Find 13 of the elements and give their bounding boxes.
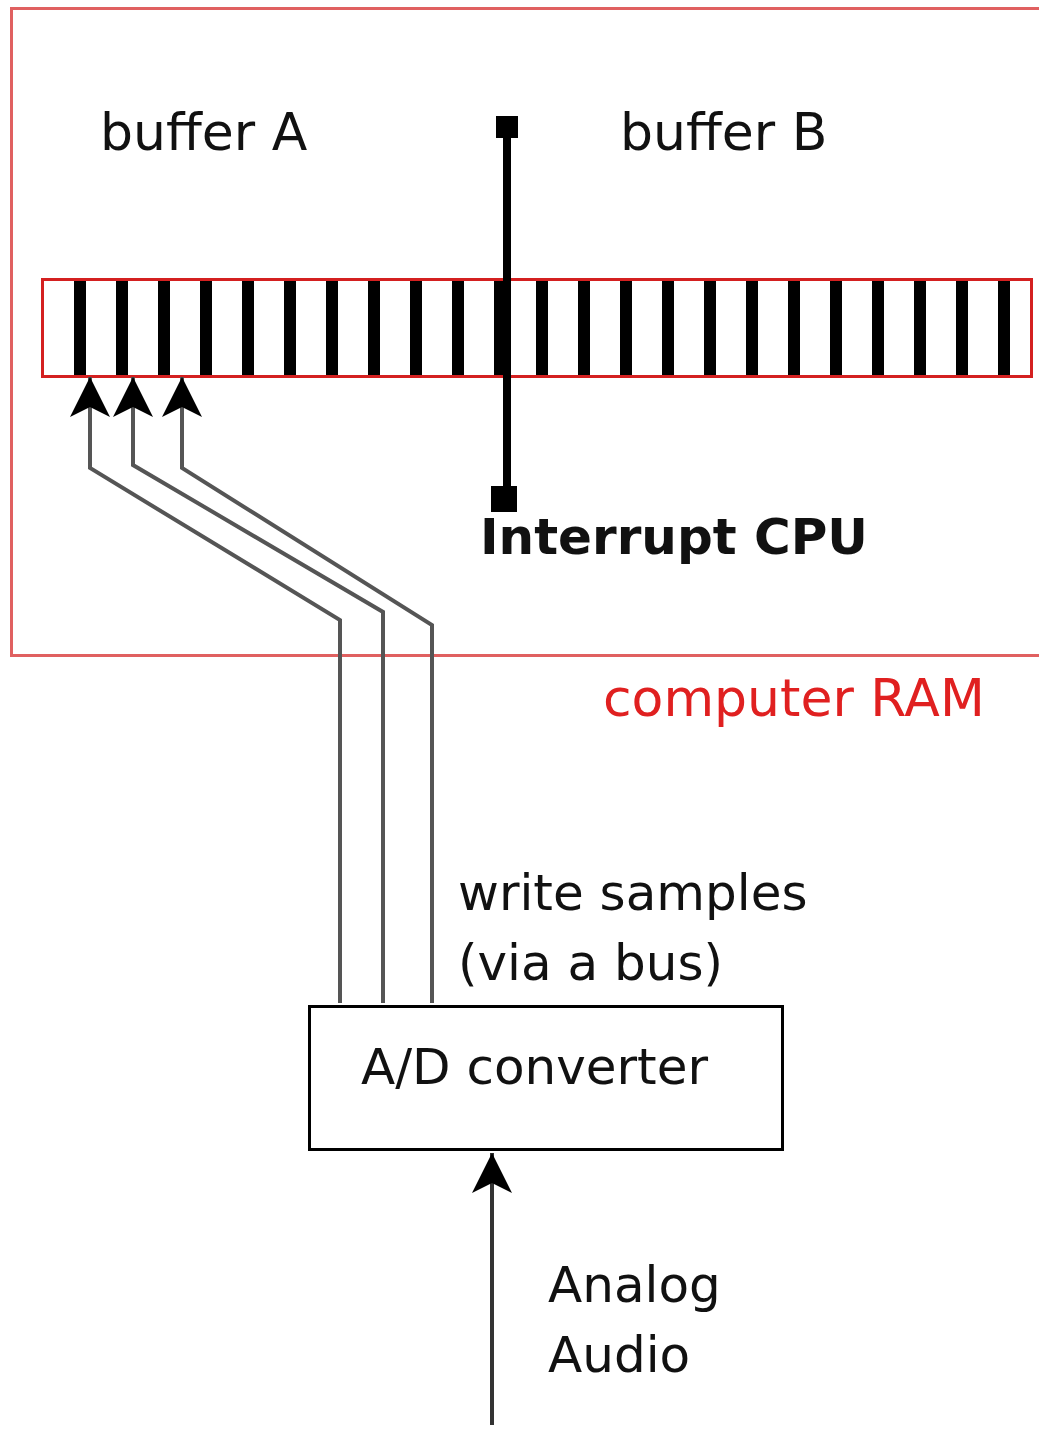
marker-label: Interrupt CPU xyxy=(480,508,868,566)
bus-arrow xyxy=(70,377,342,1003)
bus-arrow xyxy=(162,377,434,1003)
buffer-strip xyxy=(41,278,1033,378)
input-arrow xyxy=(472,1153,512,1425)
edge-label: Analog Audio xyxy=(548,1255,722,1386)
bus-arrow xyxy=(113,377,385,1003)
box-label: A/D converter xyxy=(361,1038,709,1096)
buffer-label: buffer A xyxy=(100,102,308,162)
buffer-label: buffer B xyxy=(620,102,828,162)
process-box xyxy=(308,1005,784,1151)
edge-label: write samples (via a bus) xyxy=(458,863,809,994)
region-label: computer RAM xyxy=(603,668,985,728)
